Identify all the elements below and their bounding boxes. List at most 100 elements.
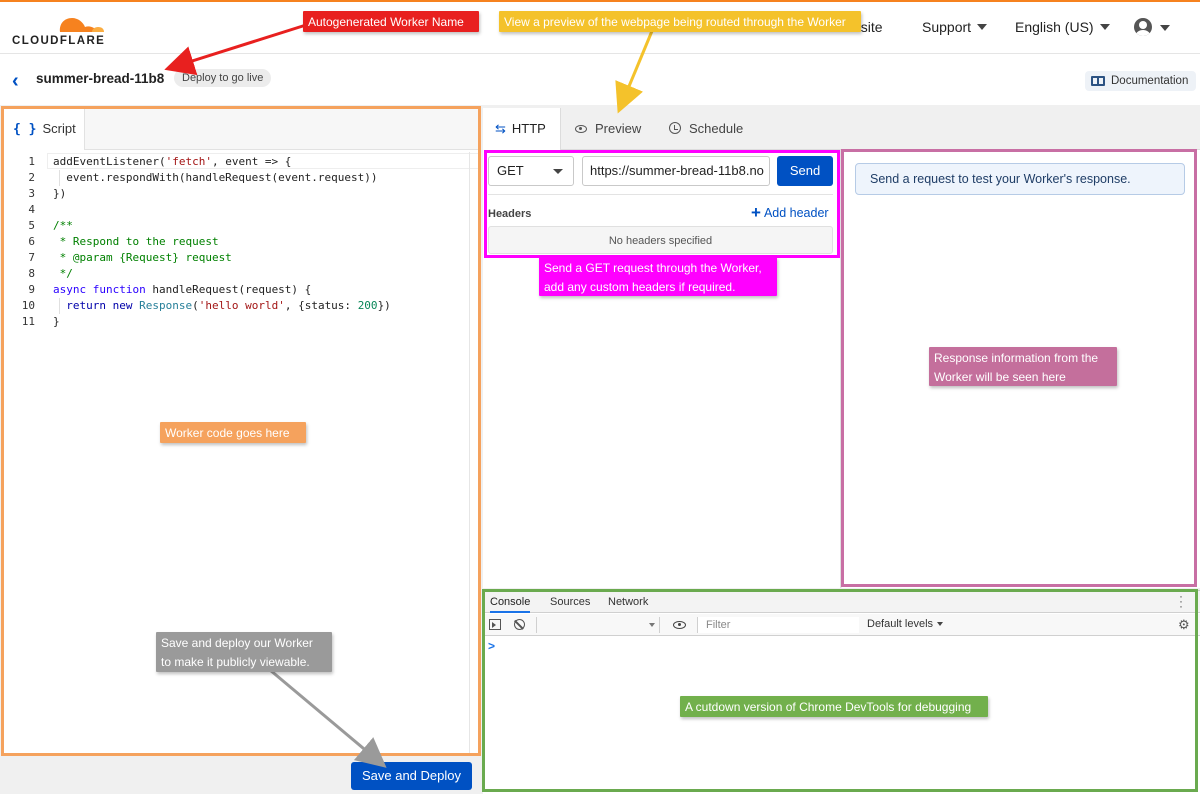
cloud-icon (59, 18, 104, 32)
code-text: * @param {Request} request (53, 251, 232, 264)
status-badge: Deploy to go live (174, 69, 272, 87)
gear-icon[interactable]: ⚙ (1178, 617, 1190, 632)
code-text: event.respondWith(handleRequest(event.re… (53, 171, 378, 184)
code-line: 10 return new Response('hello world', {s… (3, 298, 481, 314)
line-number: 3 (28, 187, 35, 200)
tab-console[interactable]: Console (490, 591, 531, 613)
annotation-preview: View a preview of the webpage being rout… (499, 11, 861, 32)
method-value: GET (497, 163, 524, 178)
code-text: /** (53, 219, 73, 232)
language-menu[interactable]: English (US) (1015, 19, 1110, 35)
code-text: }) (53, 187, 67, 200)
tab-schedule-label: Schedule (689, 121, 744, 136)
annotation-line: Send a GET request through the Worker, (544, 261, 762, 275)
send-button[interactable]: Send (777, 156, 833, 186)
http-request-panel: GET https://summer-bread-11b8.no Send He… (483, 150, 841, 588)
method-select[interactable]: GET (488, 156, 574, 186)
headers-label: Headers (488, 208, 532, 220)
annotation-line: add any custom headers if required. (544, 280, 736, 294)
code-line: 7 * @param {Request} request (3, 250, 481, 266)
line-number: 1 (28, 155, 35, 168)
right-tabbar: ⇆HTTP Preview Schedule (483, 108, 1200, 150)
headers-empty-state: No headers specified (488, 226, 833, 254)
annotation-devtools: A cutdown version of Chrome DevTools for… (680, 696, 988, 717)
user-avatar-icon[interactable] (1134, 18, 1152, 36)
documentation-label: Documentation (1111, 75, 1189, 87)
filter-input[interactable]: Filter (697, 617, 859, 633)
worker-name: summer-bread-11b8 (36, 71, 165, 86)
brand-wordmark: CLOUDFLARE (12, 35, 106, 47)
annotation-save-deploy: Save and deploy our Worker to make it pub… (156, 632, 332, 672)
code-text: } (53, 315, 60, 328)
brand-top-line (0, 0, 1200, 2)
tab-http[interactable]: ⇆HTTP (483, 108, 561, 150)
code-text: * Respond to the request (53, 235, 219, 248)
tab-sources[interactable]: Sources (550, 596, 591, 608)
tab-http-label: HTTP (511, 121, 546, 136)
code-line: 1 addEventListener('fetch', event => { (3, 154, 481, 170)
code-line: 2 event.respondWith(handleRequest(event.… (3, 170, 481, 186)
annotation-line: Save and deploy our Worker (161, 636, 313, 650)
clear-console-icon[interactable] (514, 619, 525, 630)
code-line: 8 */ (3, 266, 481, 282)
code-line: 11} (3, 314, 481, 330)
line-number: 6 (28, 235, 35, 248)
chevron-down-icon (1099, 24, 1110, 30)
log-levels-select[interactable]: Default levels (867, 618, 944, 630)
url-input[interactable]: https://summer-bread-11b8.no (582, 156, 770, 186)
editor-scrollbar-track[interactable] (469, 152, 470, 756)
chevron-down-icon[interactable] (1160, 25, 1170, 31)
code-text: addEventListener('fetch', event => { (53, 155, 292, 168)
chevron-down-icon (553, 169, 563, 174)
live-expression-eye-icon[interactable] (673, 621, 686, 629)
console-prompt[interactable]: > (488, 639, 496, 653)
tab-network[interactable]: Network (608, 596, 649, 608)
clock-icon (669, 122, 681, 134)
chevron-down-icon (649, 623, 655, 627)
line-number: 9 (28, 283, 35, 296)
script-tabbar: { }Script (3, 108, 481, 150)
annotation-line: Worker will be seen here (934, 370, 1066, 384)
tab-script[interactable]: { }Script (3, 108, 85, 150)
annotation-send-request: Send a GET request through the Worker, ad… (539, 257, 777, 296)
indent-guide (59, 170, 60, 186)
eye-icon (575, 125, 587, 133)
line-number: 2 (28, 171, 35, 184)
chevron-down-icon (937, 622, 944, 626)
sidebar-toggle-icon[interactable] (489, 619, 501, 630)
response-info-banner: Send a request to test your Worker's res… (855, 163, 1185, 195)
code-line: 4 (3, 202, 481, 218)
line-number: 5 (28, 219, 35, 232)
line-number: 11 (21, 315, 35, 328)
documentation-button[interactable]: Documentation (1085, 71, 1197, 91)
tab-preview[interactable]: Preview (575, 108, 641, 150)
code-editor[interactable]: 1 addEventListener('fetch', event => { 2 … (3, 152, 481, 752)
tab-script-label: Script (42, 121, 76, 136)
line-number: 7 (28, 251, 35, 264)
worker-subbar: ‹ summer-bread-11b8 Deploy to go live Do… (0, 55, 1200, 105)
code-line: 5 /** (3, 218, 481, 234)
divider (488, 194, 833, 195)
chevron-down-icon (977, 24, 988, 30)
code-text: return new Response('hello world', {stat… (66, 299, 391, 312)
add-header-button[interactable]: +Add header (751, 203, 829, 223)
language-label: English (US) (1015, 19, 1094, 35)
kebab-menu-icon[interactable]: ··· (1179, 589, 1183, 613)
log-levels-label: Default levels (867, 618, 934, 630)
tab-schedule[interactable]: Schedule (669, 108, 743, 150)
indent-guide (59, 298, 60, 314)
annotation-worker-name: Autogenerated Worker Name (303, 11, 479, 32)
line-number: 10 (21, 299, 35, 312)
annotation-line: to make it publicly viewable. (161, 655, 310, 669)
line-number: 8 (28, 267, 35, 280)
annotation-worker-code: Worker code goes here (160, 422, 306, 443)
annotation-line: Response information from the (934, 351, 1099, 365)
context-select[interactable] (536, 617, 660, 633)
back-chevron-icon[interactable]: ‹ (12, 70, 19, 92)
support-menu[interactable]: Support (922, 19, 988, 35)
code-text: async function handleRequest(request) { (53, 283, 312, 296)
save-and-deploy-button[interactable]: Save and Deploy (351, 762, 472, 790)
devtools-toolbar: Filter Default levels ⚙ (483, 614, 1200, 636)
cloudflare-logo[interactable]: CLOUDFLARE (12, 10, 112, 50)
